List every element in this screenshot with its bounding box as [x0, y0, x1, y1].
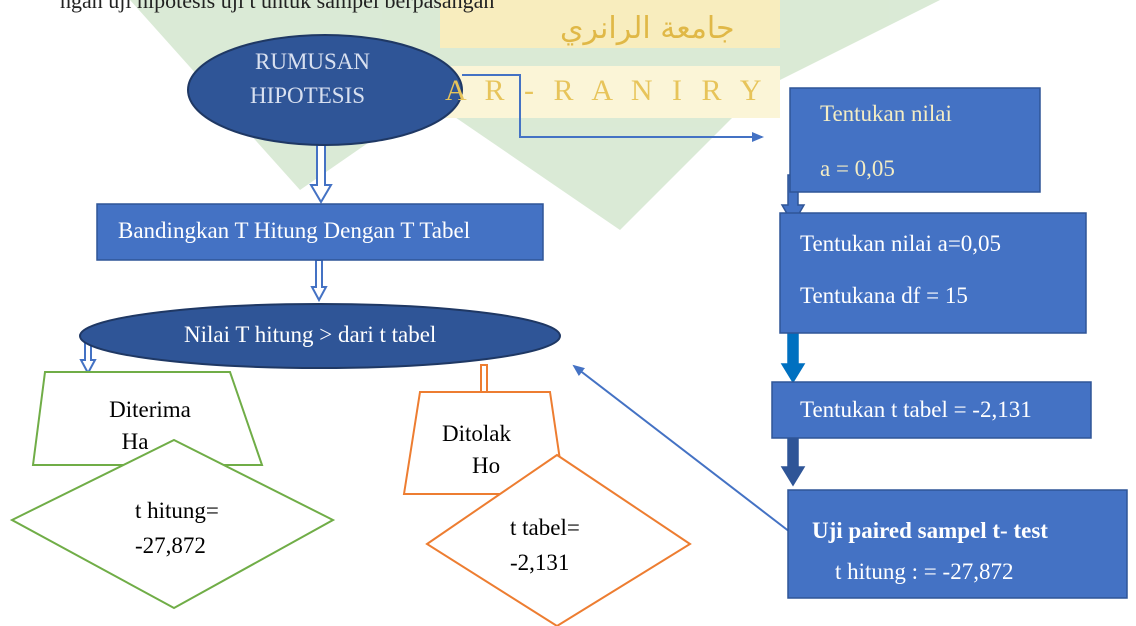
thitung-diamond-line1: t hitung= — [135, 498, 219, 523]
ttabel-diamond-line2: -2,131 — [510, 550, 570, 575]
tentukan-ttabel-box — [771, 381, 1092, 439]
header-text: ngan uji hipotesis uji t untuk sampel be… — [60, 0, 495, 13]
rumusan-ellipse — [187, 34, 463, 146]
nilai-t-ellipse — [79, 303, 561, 369]
bandingkan-box — [96, 203, 544, 261]
rumusan-line2: HIPOTESIS — [250, 83, 366, 108]
arrow-rumusan-to-bandingkan — [309, 144, 333, 204]
tentukan-a-box — [789, 87, 1041, 193]
ttabel-diamond — [425, 453, 692, 626]
uji-box — [787, 489, 1128, 599]
arrow-bandingkan-to-nilai — [310, 259, 328, 303]
watermark-yellow-band — [440, 0, 780, 48]
uji-title: Uji paired sampel t- test — [812, 518, 1048, 543]
tentukan-df-line2: Tentukana df = 15 — [800, 283, 968, 308]
arrow-df-to-ttabel — [780, 331, 806, 384]
diterima-trapezoid — [31, 371, 264, 466]
thitung-diamond-line2: -27,872 — [135, 533, 206, 558]
ditolak-line1: Ditolak — [442, 421, 511, 446]
tentukan-ttabel-label: Tentukan t tabel = -2,131 — [800, 397, 1032, 422]
ditolak-line2: Ho — [472, 453, 501, 478]
arrow-ttabel-to-uji — [780, 438, 806, 487]
shapes — [9, 34, 1128, 626]
watermark-latin: A R - R A N I R Y — [445, 74, 768, 107]
ttabel-diamond-line1: t tabel= — [510, 515, 580, 540]
thitung-diamond — [9, 438, 336, 610]
watermark-arabic: جامعة الرانري — [560, 11, 735, 46]
nilai-t-label: Nilai T hitung > dari t tabel — [184, 322, 437, 347]
arrow-uji-to-nilai — [572, 364, 791, 533]
diterima-line1: Diterima — [109, 397, 191, 422]
uji-thitung: t hitung : = -27,872 — [835, 559, 1014, 584]
tentukan-a-line1: Tentukan nilai — [820, 101, 952, 126]
tentukan-df-line1: Tentukan nilai a=0,05 — [800, 231, 1002, 256]
rumusan-line1: RUMUSAN — [255, 49, 371, 74]
diterima-line2: Ha — [121, 429, 149, 454]
tentukan-a-line2: a = 0,05 — [820, 156, 895, 181]
tentukan-df-box — [779, 212, 1087, 334]
connector-rumusan-to-tentukan — [462, 74, 764, 142]
bandingkan-label: Bandingkan T Hitung Dengan T Tabel — [118, 218, 471, 243]
